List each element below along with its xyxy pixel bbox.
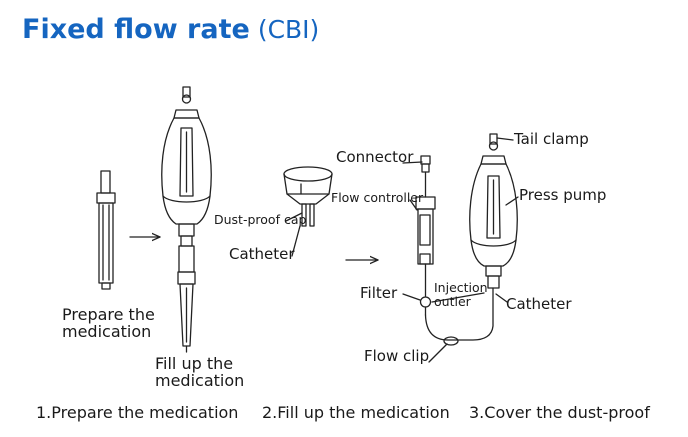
label-injection-outler: Injection outler xyxy=(434,280,488,309)
label-prepare-medication: Prepare the medication xyxy=(62,305,155,341)
label-fill-up-medication: Fill up the medication xyxy=(155,354,245,390)
caption-step-1: 1.Prepare the medication xyxy=(36,403,239,422)
label-flow-controller: Flow controller xyxy=(331,190,424,205)
pump-fill-illustration xyxy=(161,86,212,353)
infusion-set-illustration xyxy=(415,133,518,346)
label-filter: Filter xyxy=(360,284,398,302)
dust-proof-cap-illustration xyxy=(283,166,333,227)
caption-step-3: 3.Cover the dust-proof xyxy=(469,403,650,422)
label-tail-clamp: Tail clamp xyxy=(514,130,589,148)
label-press-pump: Press pump xyxy=(519,186,607,204)
label-catheter-pump: Catheter xyxy=(506,295,572,313)
syringe-illustration xyxy=(96,170,116,290)
title-main: Fixed flow rate xyxy=(22,14,250,45)
caption-step-2: 2.Fill up the medication xyxy=(262,403,450,422)
title-sub: (CBI) xyxy=(257,15,320,44)
label-flow-clip: Flow clip xyxy=(364,347,430,365)
label-connector: Connector xyxy=(336,148,414,166)
page-title: Fixed flow rate(CBI) xyxy=(22,14,319,45)
label-dust-proof-cap: Dust-proof cap xyxy=(214,212,307,227)
label-catheter-step3: Catheter xyxy=(229,245,295,263)
